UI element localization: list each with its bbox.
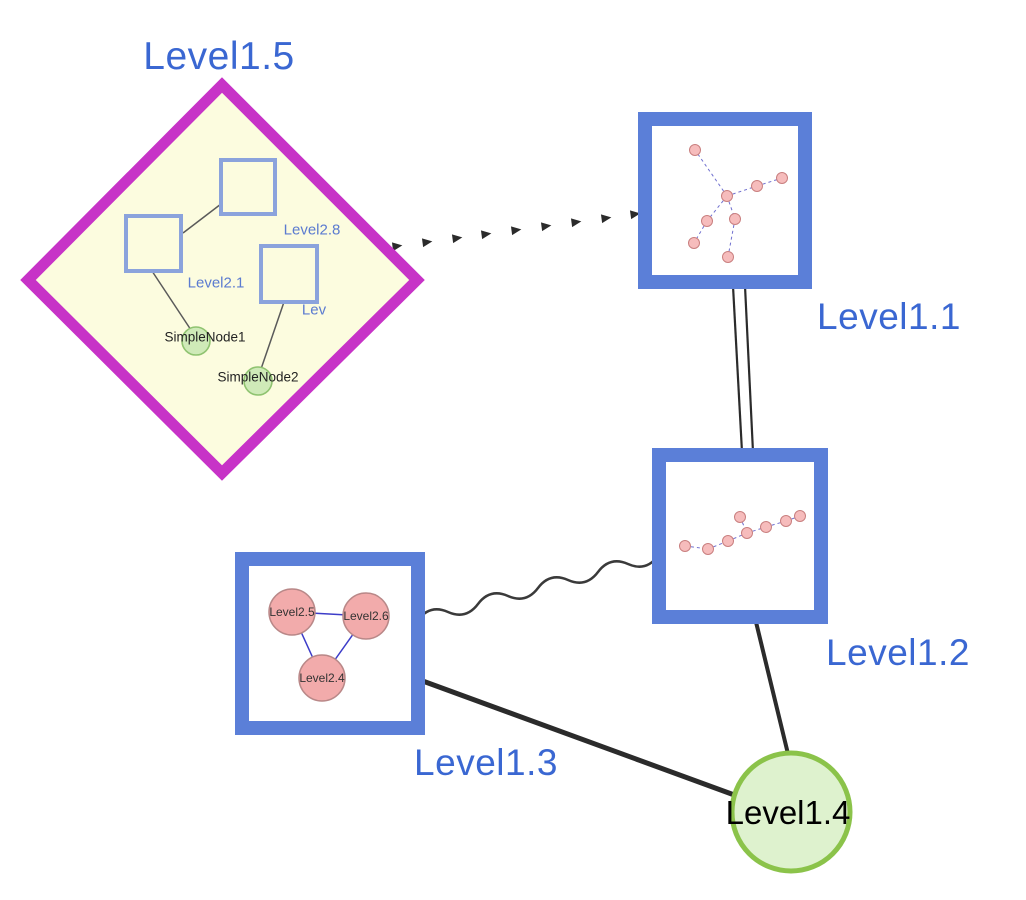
node-level1-1[interactable] — [638, 112, 812, 289]
edge-level11-level12-double-line[interactable] — [731, 285, 755, 453]
level1-2-box[interactable] — [652, 448, 828, 624]
child-node-level2-6[interactable] — [342, 592, 390, 640]
child-node-level2-x[interactable] — [259, 244, 319, 304]
level1-3-box[interactable] — [235, 552, 425, 735]
child-node-level2-8[interactable] — [219, 158, 277, 216]
node-level1-4[interactable] — [729, 750, 853, 874]
edge-level13-level12-wavy[interactable] — [417, 555, 659, 621]
child-node-level2-5[interactable] — [268, 588, 316, 636]
edge-level12-level14[interactable] — [754, 620, 791, 760]
level1-2-mini-nodes — [679, 510, 806, 555]
child-node-simplenode2[interactable] — [243, 366, 273, 396]
edge-level13-level14[interactable] — [417, 677, 751, 803]
edge-level15-level11-dashed-arrow[interactable] — [391, 210, 641, 252]
level1-5-diamond-shape[interactable] — [20, 77, 425, 481]
level1-3-mini-nodes — [268, 588, 390, 702]
child-node-simplenode1[interactable] — [181, 326, 211, 356]
child-node-level2-4[interactable] — [298, 654, 346, 702]
node-level1-2[interactable] — [652, 448, 828, 624]
group-node-level1-5[interactable] — [20, 77, 425, 481]
node-level1-3[interactable] — [235, 552, 425, 735]
child-node-level2-1[interactable] — [124, 214, 183, 273]
level1-1-mini-nodes — [688, 144, 788, 263]
level1-5-inner-edges — [151, 203, 285, 370]
